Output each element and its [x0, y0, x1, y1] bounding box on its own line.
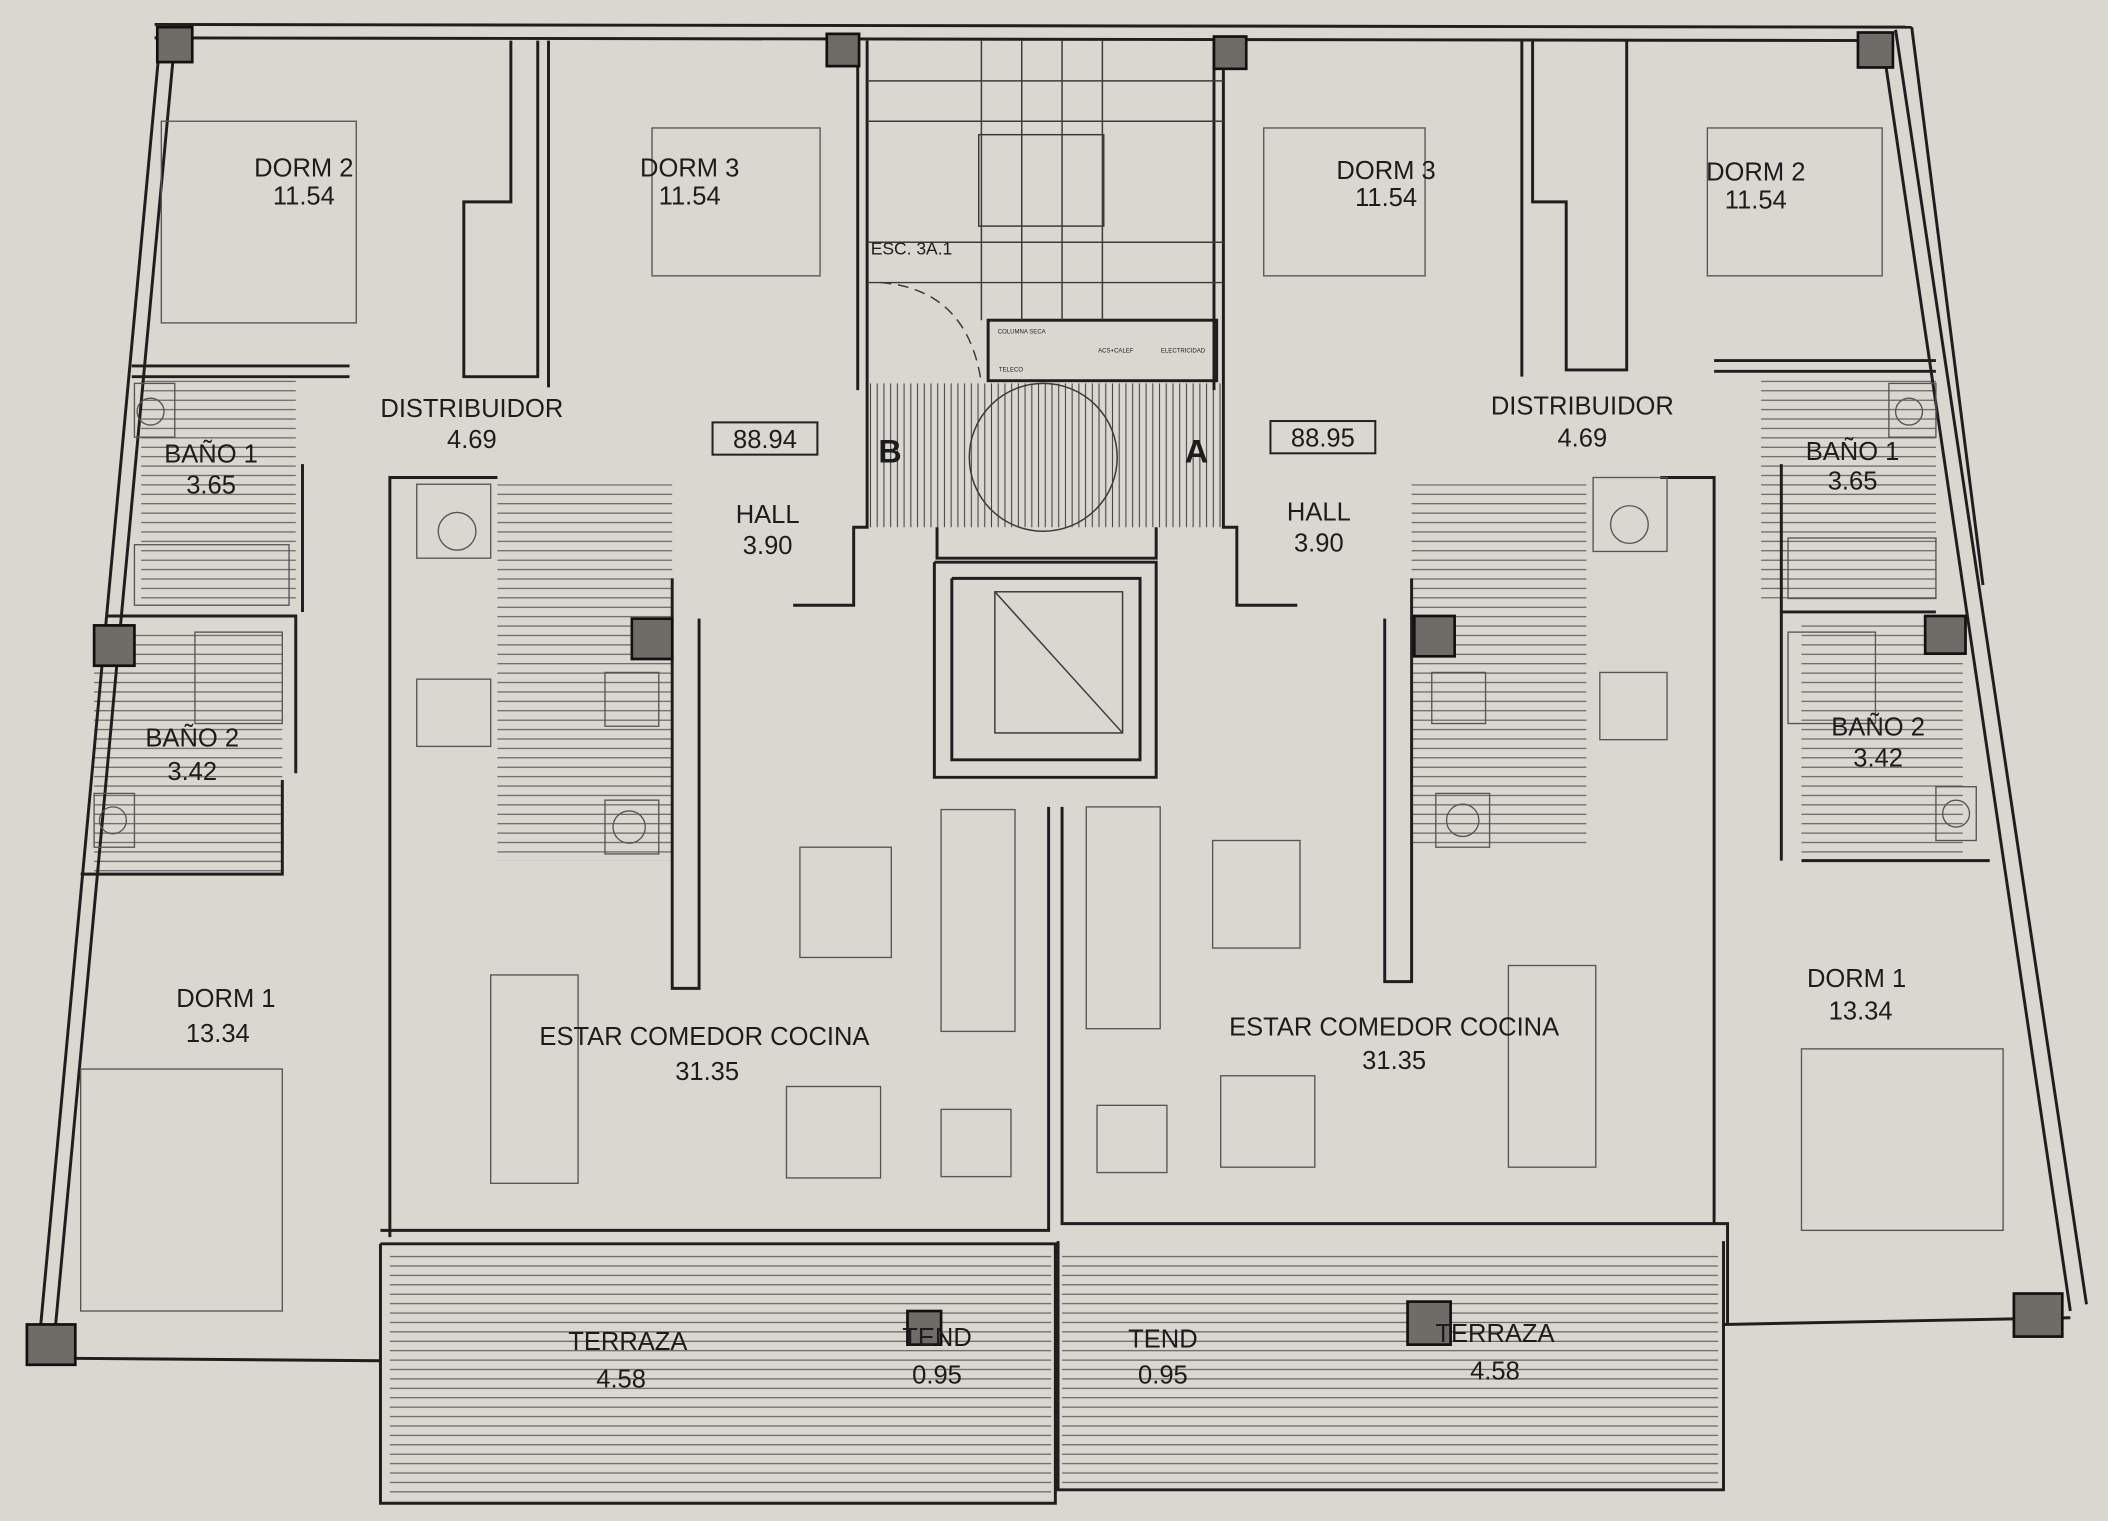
room-b-dorm3: DORM 311.54 — [640, 154, 739, 210]
bano1-b-floor — [141, 376, 296, 606]
room-name: BAÑO 2 — [145, 723, 239, 752]
room-name: ESTAR COMEDOR COCINA — [539, 1023, 869, 1051]
room-area: 13.34 — [1829, 997, 1893, 1025]
room-name: BAÑO 1 — [1806, 437, 1900, 466]
room-b-bano2: BAÑO 2 3.42 — [145, 723, 239, 786]
room-area: 13.34 — [186, 1020, 250, 1048]
bano2-b-floor — [94, 632, 283, 875]
room-area: 3.42 — [1853, 745, 1903, 773]
unit-a-letter: A — [1185, 434, 1208, 470]
bano1-a-floor — [1761, 376, 1936, 599]
landing-floor — [867, 383, 1224, 528]
unit-a-area: 88.95 — [1291, 425, 1355, 453]
room-b-bano1: BAÑO 1 3.65 — [164, 440, 258, 500]
room-name: DORM 1 — [1807, 965, 1906, 993]
unit-a-area-box — [1269, 420, 1377, 455]
room-b-tend: TEND 0.95 — [902, 1324, 972, 1390]
room-b-dorm1: DORM 1 13.34 — [176, 985, 275, 1048]
room-name: DORM 3 — [1336, 157, 1435, 185]
room-a-distribuidor: DISTRIBUIDOR 4.69 — [1491, 392, 1674, 452]
room-area: 3.90 — [743, 532, 793, 560]
room-name: HALL — [736, 501, 800, 529]
room-area: 11.54 — [1725, 187, 1787, 215]
room-area: 4.69 — [447, 426, 497, 454]
room-area: 11.54 — [1355, 184, 1417, 212]
room-a-dorm1: DORM 1 13.34 — [1807, 965, 1906, 1025]
unit-b-area-box — [711, 421, 819, 456]
terraza-b-floor — [389, 1253, 1052, 1501]
room-area: 0.95 — [912, 1362, 962, 1390]
room-b-distribuidor: DISTRIBUIDOR 4.69 — [380, 395, 563, 454]
room-name: TEND — [902, 1324, 972, 1352]
room-name: ESTAR COMEDOR COCINA — [1229, 1013, 1559, 1041]
shaft-teleco: TELECO — [999, 367, 1023, 373]
room-name: DORM 2 — [254, 154, 353, 182]
room-b-terraza: TERRAZA 4.58 — [568, 1328, 687, 1394]
walls — [36, 22, 2088, 1505]
room-area: 11.54 — [659, 183, 721, 211]
unit-b-area: 88.94 — [733, 426, 797, 454]
hatched-floors — [94, 376, 1963, 1501]
furniture — [79, 120, 2004, 1312]
room-a-tend: TEND 0.95 — [1128, 1325, 1198, 1389]
room-b-estar: ESTAR COMEDOR COCINA 31.35 — [539, 1023, 869, 1086]
room-area: 3.42 — [167, 758, 217, 786]
room-a-terraza: TERRAZA 4.58 — [1435, 1320, 1554, 1386]
room-a-dorm3: DORM 311.54 — [1336, 157, 1435, 212]
room-name: DORM 3 — [640, 154, 739, 182]
structural-columns — [25, 25, 2064, 1367]
room-name: DORM 2 — [1706, 158, 1805, 186]
stair-label: ESC. 3A.1 — [871, 238, 953, 258]
room-b-dorm2: DORM 211.54 — [254, 154, 353, 210]
room-a-bano2: BAÑO 2 3.42 — [1831, 713, 1925, 773]
unit-b-letter: B — [878, 434, 901, 470]
room-name: DISTRIBUIDOR — [380, 395, 563, 423]
kitchen-a-floor — [1411, 484, 1587, 848]
room-a-estar: ESTAR COMEDOR COCINA 31.35 — [1229, 1013, 1559, 1075]
room-name: BAÑO 2 — [1831, 713, 1925, 742]
shaft-acs: ACS+CALEF — [1098, 348, 1134, 354]
room-name: TEND — [1128, 1325, 1198, 1353]
elevator-car — [994, 591, 1124, 734]
room-area: 31.35 — [1362, 1047, 1426, 1075]
room-name: DISTRIBUIDOR — [1491, 392, 1674, 420]
room-area: 3.90 — [1294, 529, 1344, 557]
room-area: 0.95 — [1138, 1362, 1188, 1390]
shaft-columna-seca: COLUMNA SECA — [998, 330, 1047, 336]
room-name: BAÑO 1 — [164, 440, 258, 469]
room-a-dorm2: DORM 211.54 — [1706, 158, 1805, 214]
room-area: 4.58 — [596, 1366, 646, 1394]
room-area: 3.65 — [186, 472, 236, 500]
stair: ESC. 3A.1 COLUMNA SECA TELECO ACS+CALEF … — [867, 40, 1224, 533]
room-name: HALL — [1287, 499, 1351, 527]
room-a-bano1: BAÑO 13.65 — [1806, 437, 1900, 496]
room-area: 4.69 — [1557, 425, 1607, 453]
unit-b: 88.94 B DORM 211.54 DORM 311.54 DISTRIBU… — [145, 154, 971, 1393]
unit-a: 88.95 A DORM 311.54 DORM 211.54 DISTRIBU… — [1128, 157, 1925, 1390]
shaft-electricidad: ELECTRICIDAD — [1161, 348, 1206, 354]
room-area: 11.54 — [273, 183, 335, 211]
room-area: 4.58 — [1470, 1358, 1520, 1386]
room-name: TERRAZA — [568, 1328, 687, 1356]
room-area: 3.65 — [1828, 468, 1878, 496]
terraza-a-floor — [1062, 1250, 1719, 1488]
room-b-hall: HALL 3.90 — [736, 501, 800, 560]
room-name: DORM 1 — [176, 985, 275, 1013]
room-name: TERRAZA — [1435, 1320, 1554, 1348]
room-area: 31.35 — [675, 1058, 739, 1086]
